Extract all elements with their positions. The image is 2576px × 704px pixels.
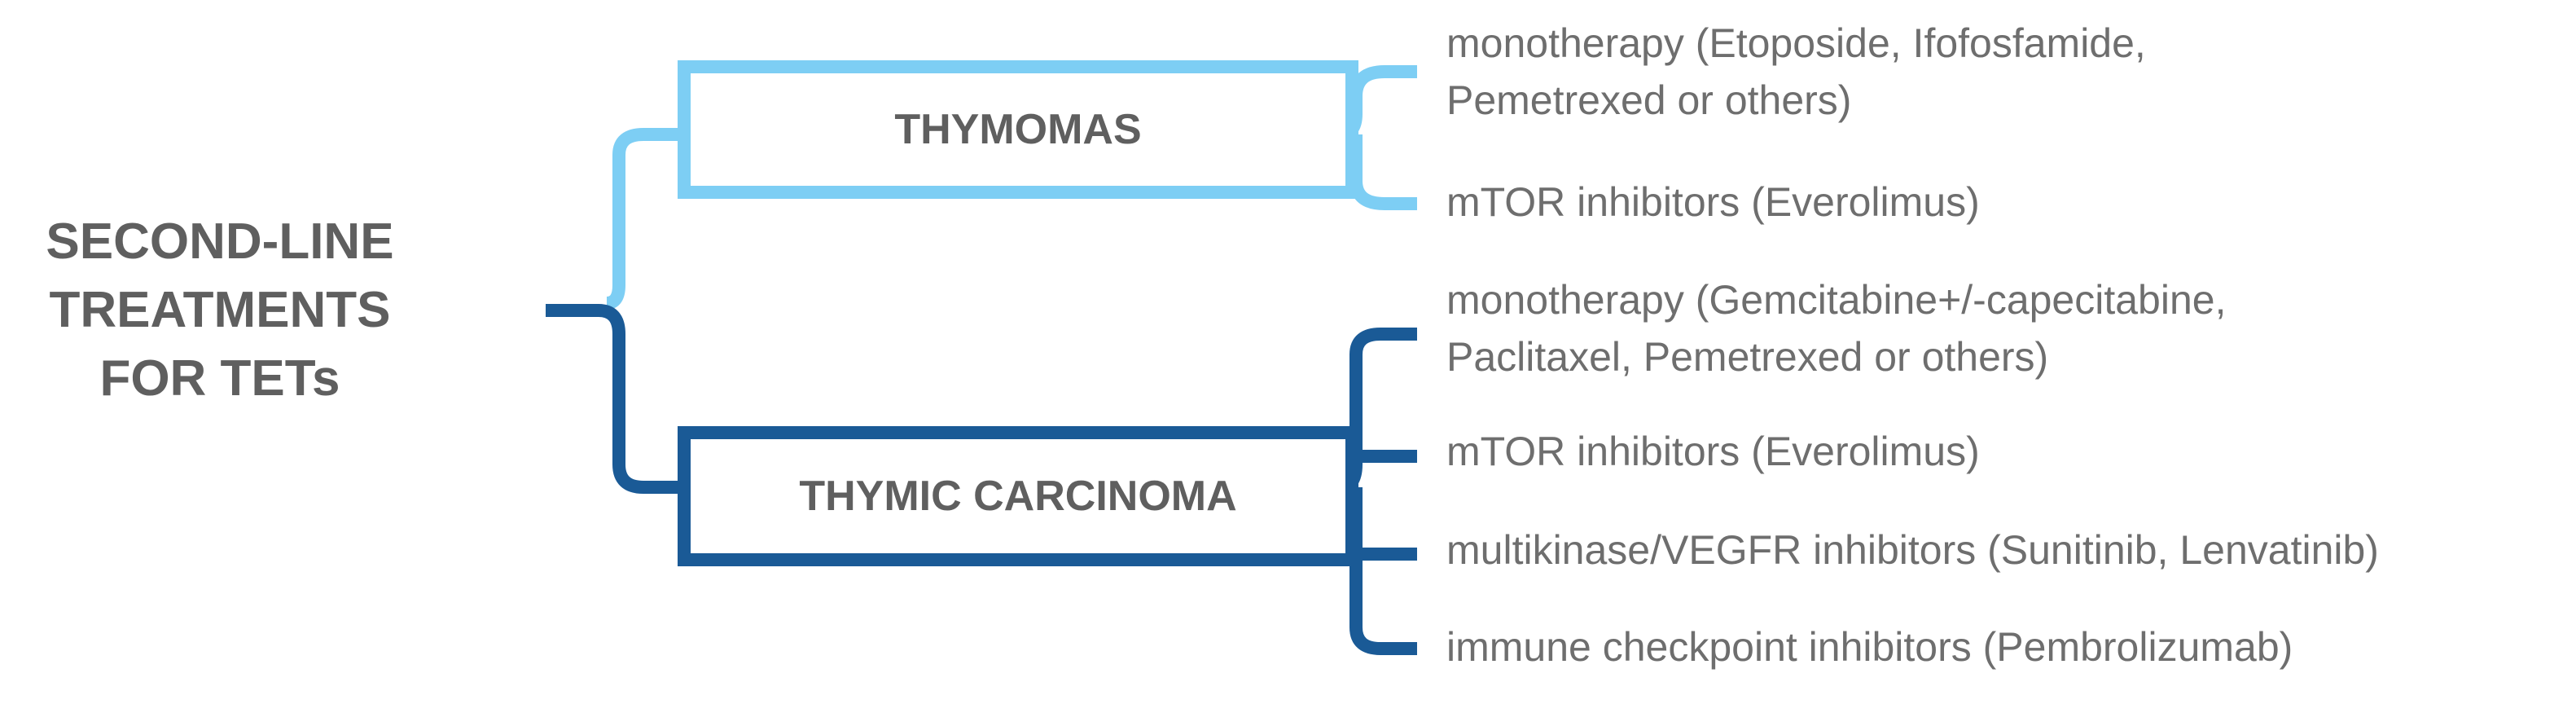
root-title-line: SECOND-LINE xyxy=(46,213,394,270)
root-title: SECOND-LINE TREATMENTS FOR TETs xyxy=(0,208,440,413)
carcinoma-item-immune-checkpoint: immune checkpoint inhibitors (Pembrolizu… xyxy=(1446,618,2293,675)
thymomas-item-monotherapy: monotherapy (Etoposide, Ifofosfamide, Pe… xyxy=(1446,15,2146,129)
thymomas-label: THYMOMAS xyxy=(894,106,1142,153)
root-title-line: FOR TETs xyxy=(99,350,340,407)
leaf-line: immune checkpoint inhibitors (Pembrolizu… xyxy=(1446,624,2293,670)
connector-root-to-carcinoma xyxy=(546,304,678,494)
carcinoma-item-mtor: mTOR inhibitors (Everolimus) xyxy=(1446,423,1980,480)
thymic-carcinoma-box: THYMIC CARCINOMA xyxy=(678,426,1358,566)
connector-root-to-thymomas xyxy=(606,128,678,310)
thymomas-box: THYMOMAS xyxy=(678,60,1358,199)
leaf-line: multikinase/VEGFR inhibitors (Sunitinib,… xyxy=(1446,527,2379,573)
leaf-line: mTOR inhibitors (Everolimus) xyxy=(1446,179,1980,225)
leaf-line: Paclitaxel, Pemetrexed or others) xyxy=(1446,334,2049,380)
leaf-line: Pemetrexed or others) xyxy=(1446,77,1852,123)
leaf-line: monotherapy (Etoposide, Ifofosfamide, xyxy=(1446,20,2146,66)
carcinoma-item-multikinase: multikinase/VEGFR inhibitors (Sunitinib,… xyxy=(1446,521,2379,579)
leaf-line: monotherapy (Gemcitabine+/-capecitabine, xyxy=(1446,277,2227,323)
thymic-carcinoma-label: THYMIC CARCINOMA xyxy=(799,473,1237,520)
root-title-line: TREATMENTS xyxy=(49,282,391,338)
thymomas-item-mtor: mTOR inhibitors (Everolimus) xyxy=(1446,174,1980,231)
brace-carcinoma xyxy=(1339,328,1417,655)
leaf-line: mTOR inhibitors (Everolimus) xyxy=(1446,429,1980,474)
carcinoma-item-monotherapy: monotherapy (Gemcitabine+/-capecitabine,… xyxy=(1446,271,2226,385)
